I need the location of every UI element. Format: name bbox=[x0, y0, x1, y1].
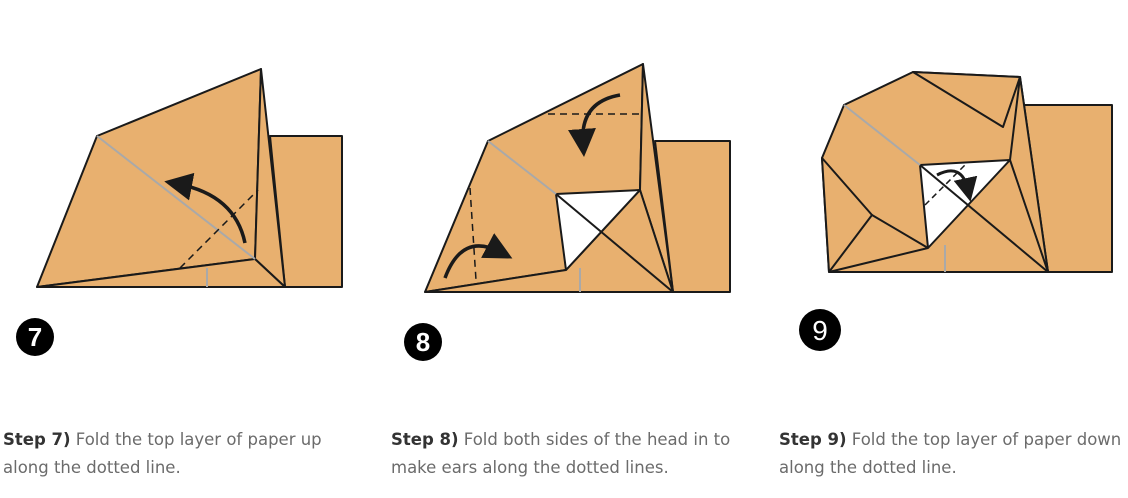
step-8-label: Step 8) bbox=[391, 430, 459, 449]
step-7-illustration bbox=[36, 68, 343, 288]
step-9-left-ear bbox=[821, 157, 873, 273]
step-9-number: 9 bbox=[812, 315, 828, 346]
step-8-text: Fold both sides of the head in to make e… bbox=[391, 430, 731, 477]
step-8-fold-edge bbox=[555, 193, 674, 293]
step-9-right-flap bbox=[1009, 76, 1049, 273]
step-9-fold-arrow bbox=[936, 169, 978, 202]
step-8-illustration bbox=[424, 63, 731, 293]
step-8-number: 8 bbox=[416, 327, 430, 357]
step-9-crease bbox=[843, 104, 921, 166]
step-9-fold-edge bbox=[919, 164, 1049, 273]
step-7-fold-line bbox=[179, 189, 259, 269]
step-9-label: Step 9) bbox=[779, 430, 847, 449]
step-7-text: Fold the top layer of paper up along the… bbox=[3, 430, 322, 477]
step-8-caption: Step 8) Fold both sides of the head in t… bbox=[391, 426, 751, 482]
step-9-top-ear bbox=[912, 71, 1021, 128]
step-9-inside-paper bbox=[919, 159, 1011, 249]
step-8-badge: 8 bbox=[404, 323, 442, 361]
step-7-number: 7 bbox=[28, 322, 42, 352]
step-7-caption: Step 7) Fold the top layer of paper up a… bbox=[3, 426, 363, 482]
step-7-bottom-strip bbox=[36, 258, 286, 288]
step-9-badge-circle bbox=[799, 309, 841, 351]
step-9-caption: Step 9) Fold the top layer of paper down… bbox=[779, 426, 1128, 482]
step-7-badge: 7 bbox=[16, 318, 54, 356]
step-9-badge: 9 bbox=[799, 309, 841, 351]
step-8-fold-line-left bbox=[469, 187, 477, 281]
step-7-fold-arrow bbox=[164, 172, 247, 244]
step-9-fold-edge-2 bbox=[828, 247, 929, 273]
step-8-crease bbox=[487, 140, 557, 195]
step-9-text: Fold the top layer of paper down along t… bbox=[779, 430, 1122, 477]
step-9-fold-edge-3 bbox=[871, 214, 929, 249]
step-8-fold-arrow-left bbox=[443, 233, 513, 279]
step-7-badge-circle bbox=[16, 318, 54, 356]
step-9-illustration bbox=[821, 71, 1113, 273]
step-7-label: Step 7) bbox=[3, 430, 71, 449]
step-7-main-triangle bbox=[36, 68, 262, 288]
step-8-fold-arrow-top bbox=[568, 93, 621, 157]
origami-instructions-diagram: 7 8 9 bbox=[16, 63, 1113, 361]
step-8-badge-circle bbox=[404, 323, 442, 361]
